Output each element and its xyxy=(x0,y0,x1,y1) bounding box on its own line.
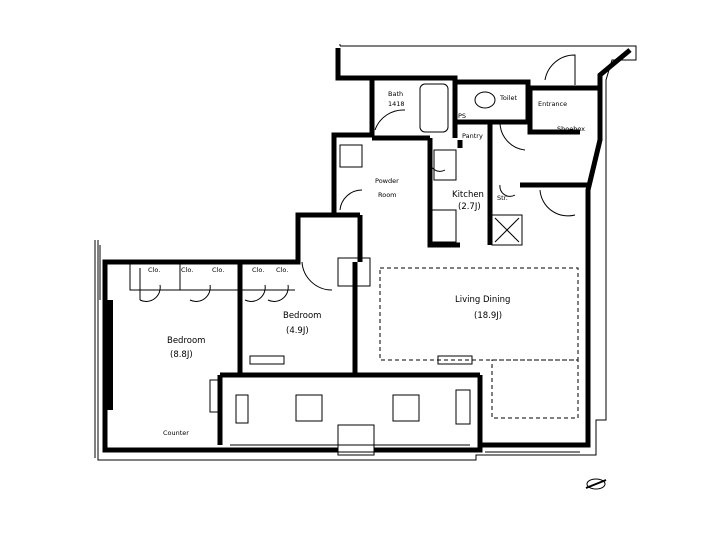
sink xyxy=(431,209,457,243)
stove xyxy=(433,149,457,181)
closet-label: Clo. xyxy=(252,266,264,274)
toilet-icon xyxy=(474,91,496,109)
kitchen-size: (2.7J) xyxy=(458,202,481,212)
dining-area xyxy=(491,359,579,419)
closet-label: Clo. xyxy=(276,266,288,274)
toilet-label: Toilet xyxy=(499,94,517,102)
fridge-space xyxy=(491,214,523,246)
counter-side-label: Counter (SF) xyxy=(106,330,114,371)
living-dining-label: Living Dining xyxy=(455,295,510,305)
entrance-label: Entrance xyxy=(538,100,567,108)
fixtures xyxy=(105,83,580,453)
bathtub xyxy=(419,83,449,133)
bath-label: Bath xyxy=(388,90,403,98)
shoebox-label: Shoebox xyxy=(557,125,585,133)
bath-size: 1418 xyxy=(388,100,405,108)
window xyxy=(105,300,113,410)
bedroom-1-size: (8.8J) xyxy=(170,350,193,360)
living-dining-size: (18.9J) xyxy=(474,311,502,321)
doors xyxy=(129,54,576,302)
kitchen-label: Kitchen xyxy=(452,190,484,200)
north-arrow-icon xyxy=(585,478,607,490)
pantry-label: Pantry xyxy=(462,132,483,140)
aircon-unit xyxy=(392,394,420,422)
closet-label: Clo. xyxy=(181,266,193,274)
closet-label: Clo. xyxy=(212,266,224,274)
column xyxy=(337,257,371,287)
bedroom-1-label: Bedroom xyxy=(167,336,205,346)
storage-label: Str. xyxy=(497,194,508,202)
living-dining-rug-area xyxy=(379,267,579,361)
powder-room-label: Powder xyxy=(375,177,399,185)
bedroom-2-size: (4.9J) xyxy=(286,326,309,336)
interior-walls xyxy=(102,75,600,456)
ps-label: PS xyxy=(458,112,466,120)
bedroom-2-label: Bedroom xyxy=(283,311,321,321)
counter-label: Counter xyxy=(163,429,189,437)
aircon-unit xyxy=(295,394,323,422)
powder-room-label-2: Room xyxy=(378,191,397,199)
column xyxy=(337,424,375,456)
washbasin xyxy=(339,144,363,168)
closet-label: Clo. xyxy=(148,266,160,274)
